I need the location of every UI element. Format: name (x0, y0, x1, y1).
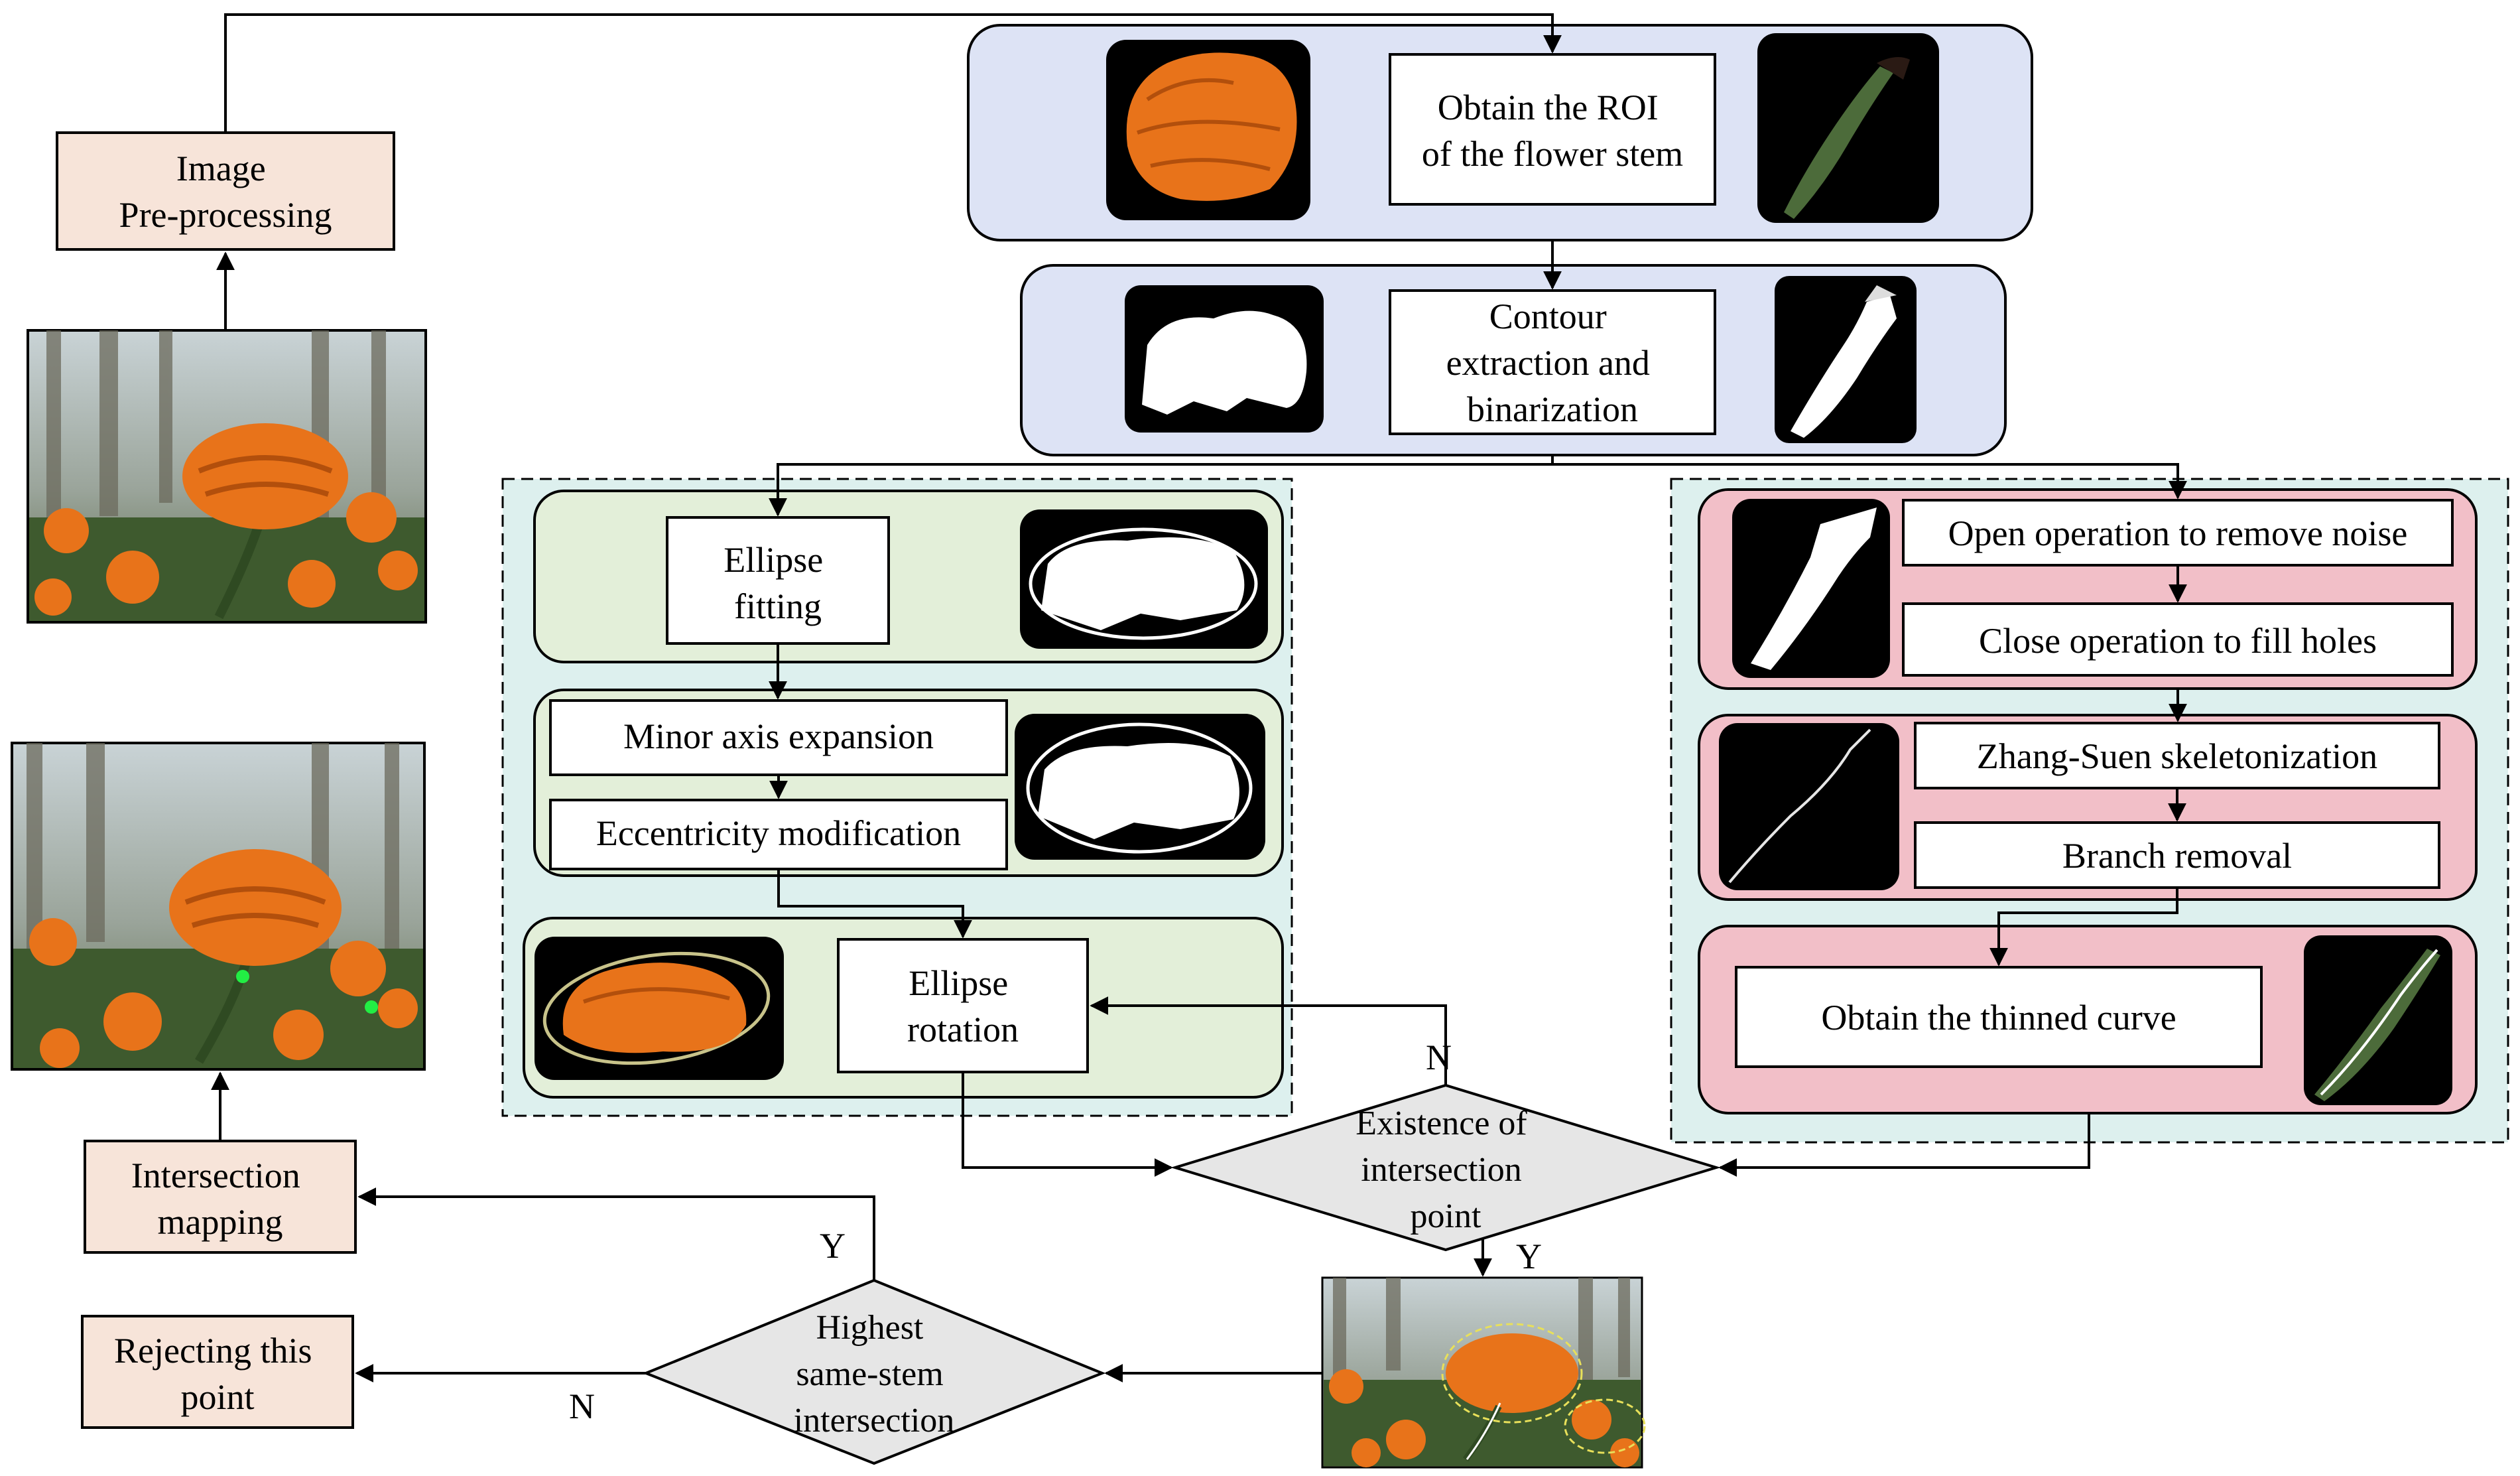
roi-step-box (1389, 53, 1716, 206)
roi-flower-image (1106, 40, 1310, 220)
contour-binary-image (1125, 285, 1324, 433)
thinned-image (2304, 935, 2452, 1105)
reject-box (81, 1315, 354, 1429)
ellipse-fit-box (666, 516, 890, 645)
ellipse-fit-image (1020, 509, 1268, 649)
highest-decision (642, 1278, 1106, 1465)
highest-no-label: N (569, 1386, 595, 1426)
connectors (211, 13, 2187, 1382)
zhang-suen-box (1914, 722, 2440, 789)
result-photo (11, 742, 426, 1071)
skeleton-image (1719, 723, 1899, 890)
highest-yes-label: Y (820, 1226, 846, 1266)
branch-removal-label: Branch removal (2062, 836, 2292, 876)
eccentricity-label: Eccentricity modification (596, 813, 961, 853)
existence-decision (1170, 1083, 1721, 1252)
close-op-label: Close operation to fill holes (1979, 621, 2377, 661)
ellipse-rotation-label: Ellipse rotation (907, 963, 1019, 1049)
intersection-mapping-label: Intersection mapping (131, 1156, 309, 1242)
reject-label: Rejecting this point (114, 1331, 321, 1417)
ellipse-rotation-image (535, 937, 784, 1080)
detection-photo (1321, 1276, 1646, 1469)
ellipse-adjust-image (1015, 714, 1265, 860)
thinned-box (1735, 966, 2263, 1068)
contour-stem-image (1775, 276, 1917, 443)
ellipse-rotation-box (837, 938, 1089, 1073)
morphology-image (1732, 499, 1890, 678)
existence-yes-label: Y (1516, 1237, 1542, 1276)
thinned-label: Obtain the thinned curve (1821, 998, 2176, 1038)
existence-no-label: N (1426, 1038, 1452, 1077)
contour-step-box (1389, 289, 1716, 435)
roi-step-label: Obtain the ROI of the flower stem (1422, 88, 1683, 174)
ellipse-fit-label: Ellipse fitting (724, 540, 832, 626)
preprocess-label: Image Pre-processing (119, 149, 332, 235)
zhang-suen-label: Zhang-Suen skeletonization (1977, 736, 2377, 776)
input-photo (27, 329, 427, 624)
minor-axis-label: Minor axis expansion (623, 716, 934, 756)
existence-decision-label: Existence of intersection point (1355, 1105, 1535, 1235)
close-op-box (1902, 602, 2454, 677)
contour-step-label: Contour extraction and binarization (1446, 297, 1659, 429)
open-op-label: Open operation to remove noise (1948, 513, 2408, 553)
roi-stem-image (1757, 33, 1939, 223)
highest-decision-label: Highest same-stem intersection (794, 1309, 955, 1440)
